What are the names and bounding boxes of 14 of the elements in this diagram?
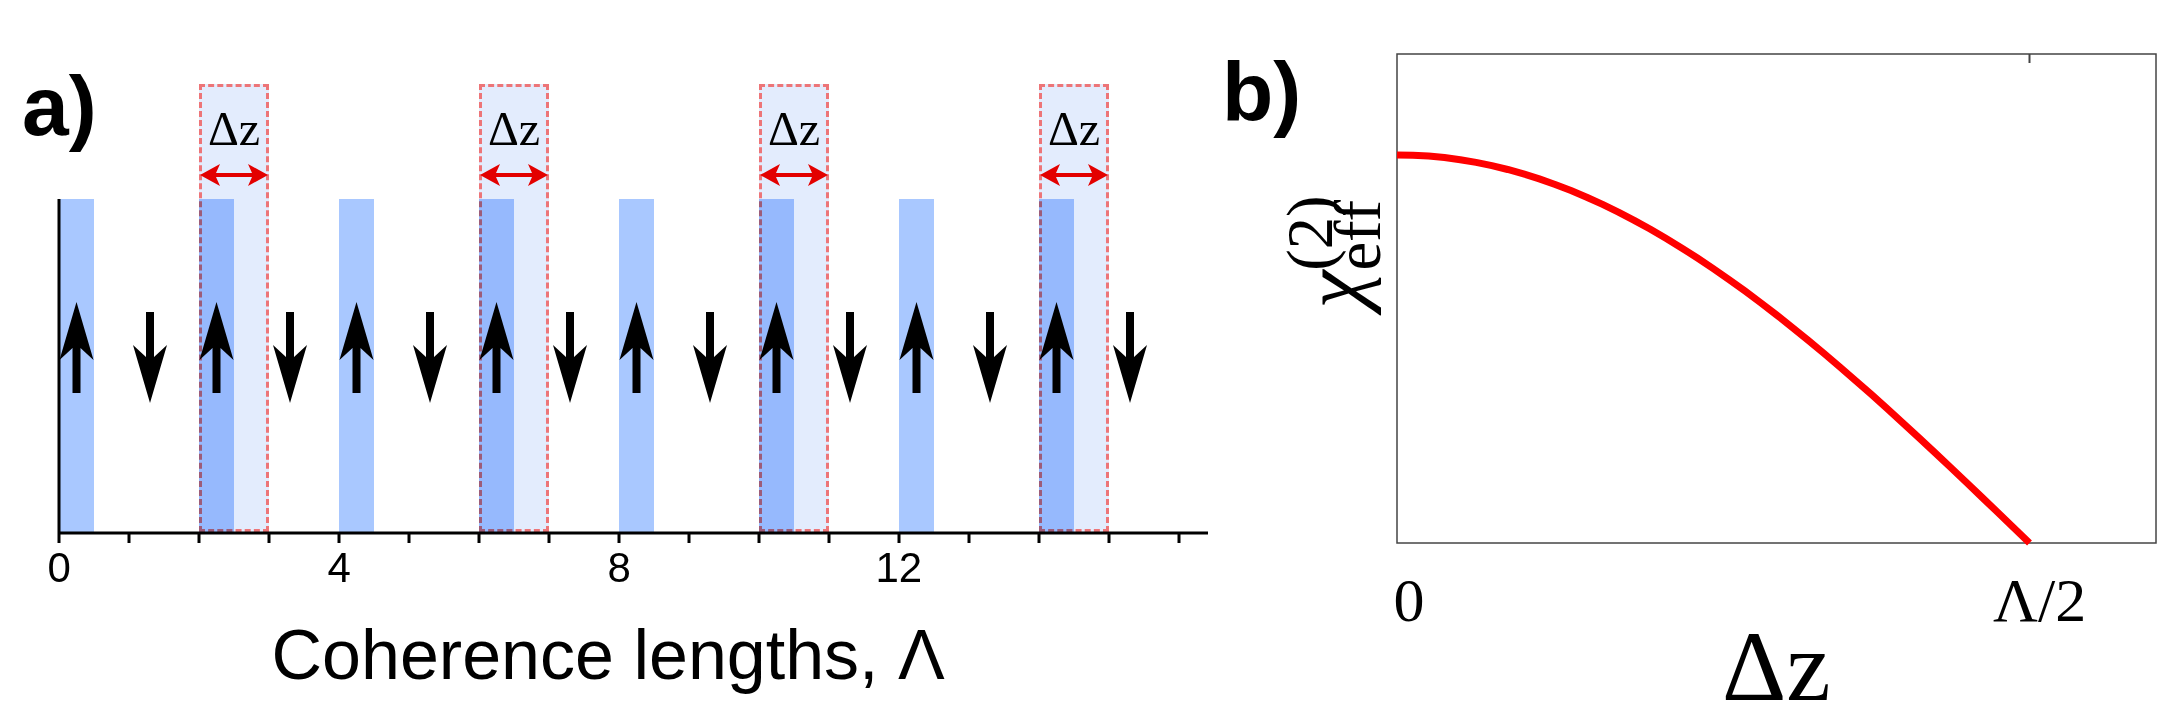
- tick-label: 8: [607, 545, 631, 592]
- tick-label: 12: [875, 545, 923, 592]
- tick-label: 4: [327, 545, 351, 592]
- axis-title: Δz: [1722, 613, 1831, 719]
- dimension-label: Δz: [767, 103, 821, 156]
- panel-label: b): [1222, 46, 1302, 139]
- axis-title: Coherence lengths, Λ: [271, 616, 945, 694]
- dimension-label: Δz: [207, 103, 261, 156]
- tick-label: 0: [1393, 566, 1425, 635]
- tick-label: Λ/2: [1993, 566, 2087, 635]
- tick-label: 0: [47, 545, 71, 592]
- dimension-label: Δz: [487, 103, 541, 156]
- panel-label: a): [22, 60, 97, 153]
- dimension-label: Δz: [1047, 103, 1101, 156]
